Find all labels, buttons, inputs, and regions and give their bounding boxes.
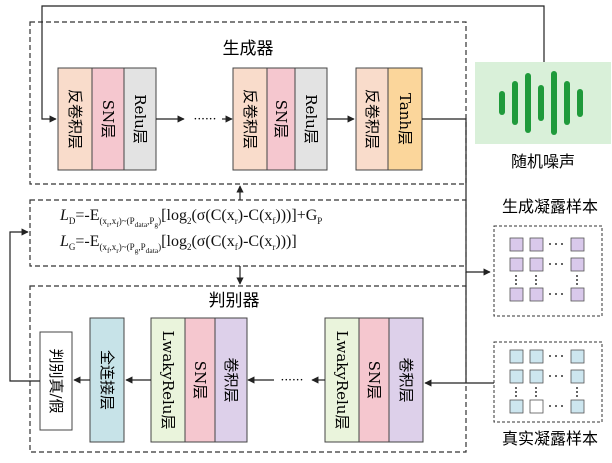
real-sample-grid	[509, 349, 585, 414]
fc-label: 全连接层	[98, 350, 116, 410]
gen3-deconv-label: 反卷积层	[363, 89, 381, 149]
real-grid-dots	[515, 355, 578, 407]
gen-block-2: 反卷积层 SN层 Relu层	[232, 67, 328, 171]
loss-d-formula: LD=-E(xr,xf)~(Pdata,Pg)[log2(σ(C(xr)-C(x…	[60, 207, 323, 229]
noise-label: 随机噪声	[511, 152, 575, 171]
gen-block-3: 反卷积层 Tanh层	[355, 67, 423, 171]
noise-input-path	[41, 5, 545, 123]
disc2-sn-label: SN层	[365, 361, 383, 399]
gen2-deconv-label: 反卷积层	[241, 89, 259, 149]
discriminator-title: 判别器	[209, 291, 260, 311]
gen-block-1: 反卷积层 SN层 Relu层	[57, 67, 157, 171]
disc-block-right: LwakyRelu层 SN层 卷积层	[324, 317, 424, 443]
generated-samples-frame	[493, 225, 603, 317]
random-noise-box	[475, 62, 611, 144]
gen2-relu-layer	[294, 67, 328, 171]
loss-g-formula: LG=-E(xf,xr)~(Pg,Pdata)[log2(σ(C(xf)-C(x…	[60, 233, 297, 255]
disc2-conv-layer	[388, 317, 424, 443]
loss-frame	[29, 199, 467, 267]
fc-layer	[89, 317, 125, 443]
discriminator-frame	[29, 285, 467, 453]
gen3-tanh-label: Tanh层	[396, 93, 414, 145]
output-box	[39, 331, 73, 431]
gen1-deconv-label: 反卷积层	[66, 89, 84, 149]
generated-grid-dots	[515, 243, 578, 295]
gen1-deconv-layer	[57, 67, 93, 171]
feedback-path	[9, 228, 40, 382]
disc-ellipsis: ······	[281, 373, 304, 387]
gen3-tanh-layer	[387, 67, 423, 171]
disc1-conv-label: 卷积层	[222, 357, 240, 402]
gen1-relu-label: Relu层	[131, 94, 149, 144]
disc2-conv-label: 卷积层	[397, 357, 415, 402]
disc1-sn-label: SN层	[191, 361, 209, 399]
sound-wave-icon	[499, 71, 583, 135]
generated-samples-label: 生成凝露样本	[502, 197, 598, 216]
real-samples-frame	[493, 341, 603, 423]
real-samples-label: 真实凝露样本	[502, 429, 598, 448]
gen2-deconv-layer	[232, 67, 268, 171]
disc1-lrelu-label: LwakyRelu层	[159, 331, 177, 430]
generated-sample-grid	[509, 237, 585, 302]
generator-frame	[29, 21, 467, 185]
disc-block-left: LwakyRelu层 SN层 卷积层	[150, 317, 248, 443]
gen3-deconv-layer	[355, 67, 389, 171]
gen2-sn-layer	[266, 67, 296, 171]
gen2-sn-label: SN层	[272, 100, 290, 138]
gen1-sn-layer	[91, 67, 125, 171]
disc1-sn-layer	[184, 317, 216, 443]
gen1-sn-label: SN层	[99, 100, 117, 138]
generator-title: 生成器	[223, 39, 274, 59]
disc2-lrelu-layer	[324, 317, 360, 443]
disc1-lrelu-layer	[150, 317, 186, 443]
gen2-relu-label: Relu层	[302, 94, 320, 144]
gen-ellipsis: ······	[194, 112, 217, 126]
disc2-sn-layer	[358, 317, 390, 443]
disc2-lrelu-label: LwakyRelu层	[333, 331, 351, 430]
output-label: 判别真/假	[47, 348, 65, 413]
gen-output-path	[422, 118, 491, 276]
disc1-conv-layer	[214, 317, 248, 443]
